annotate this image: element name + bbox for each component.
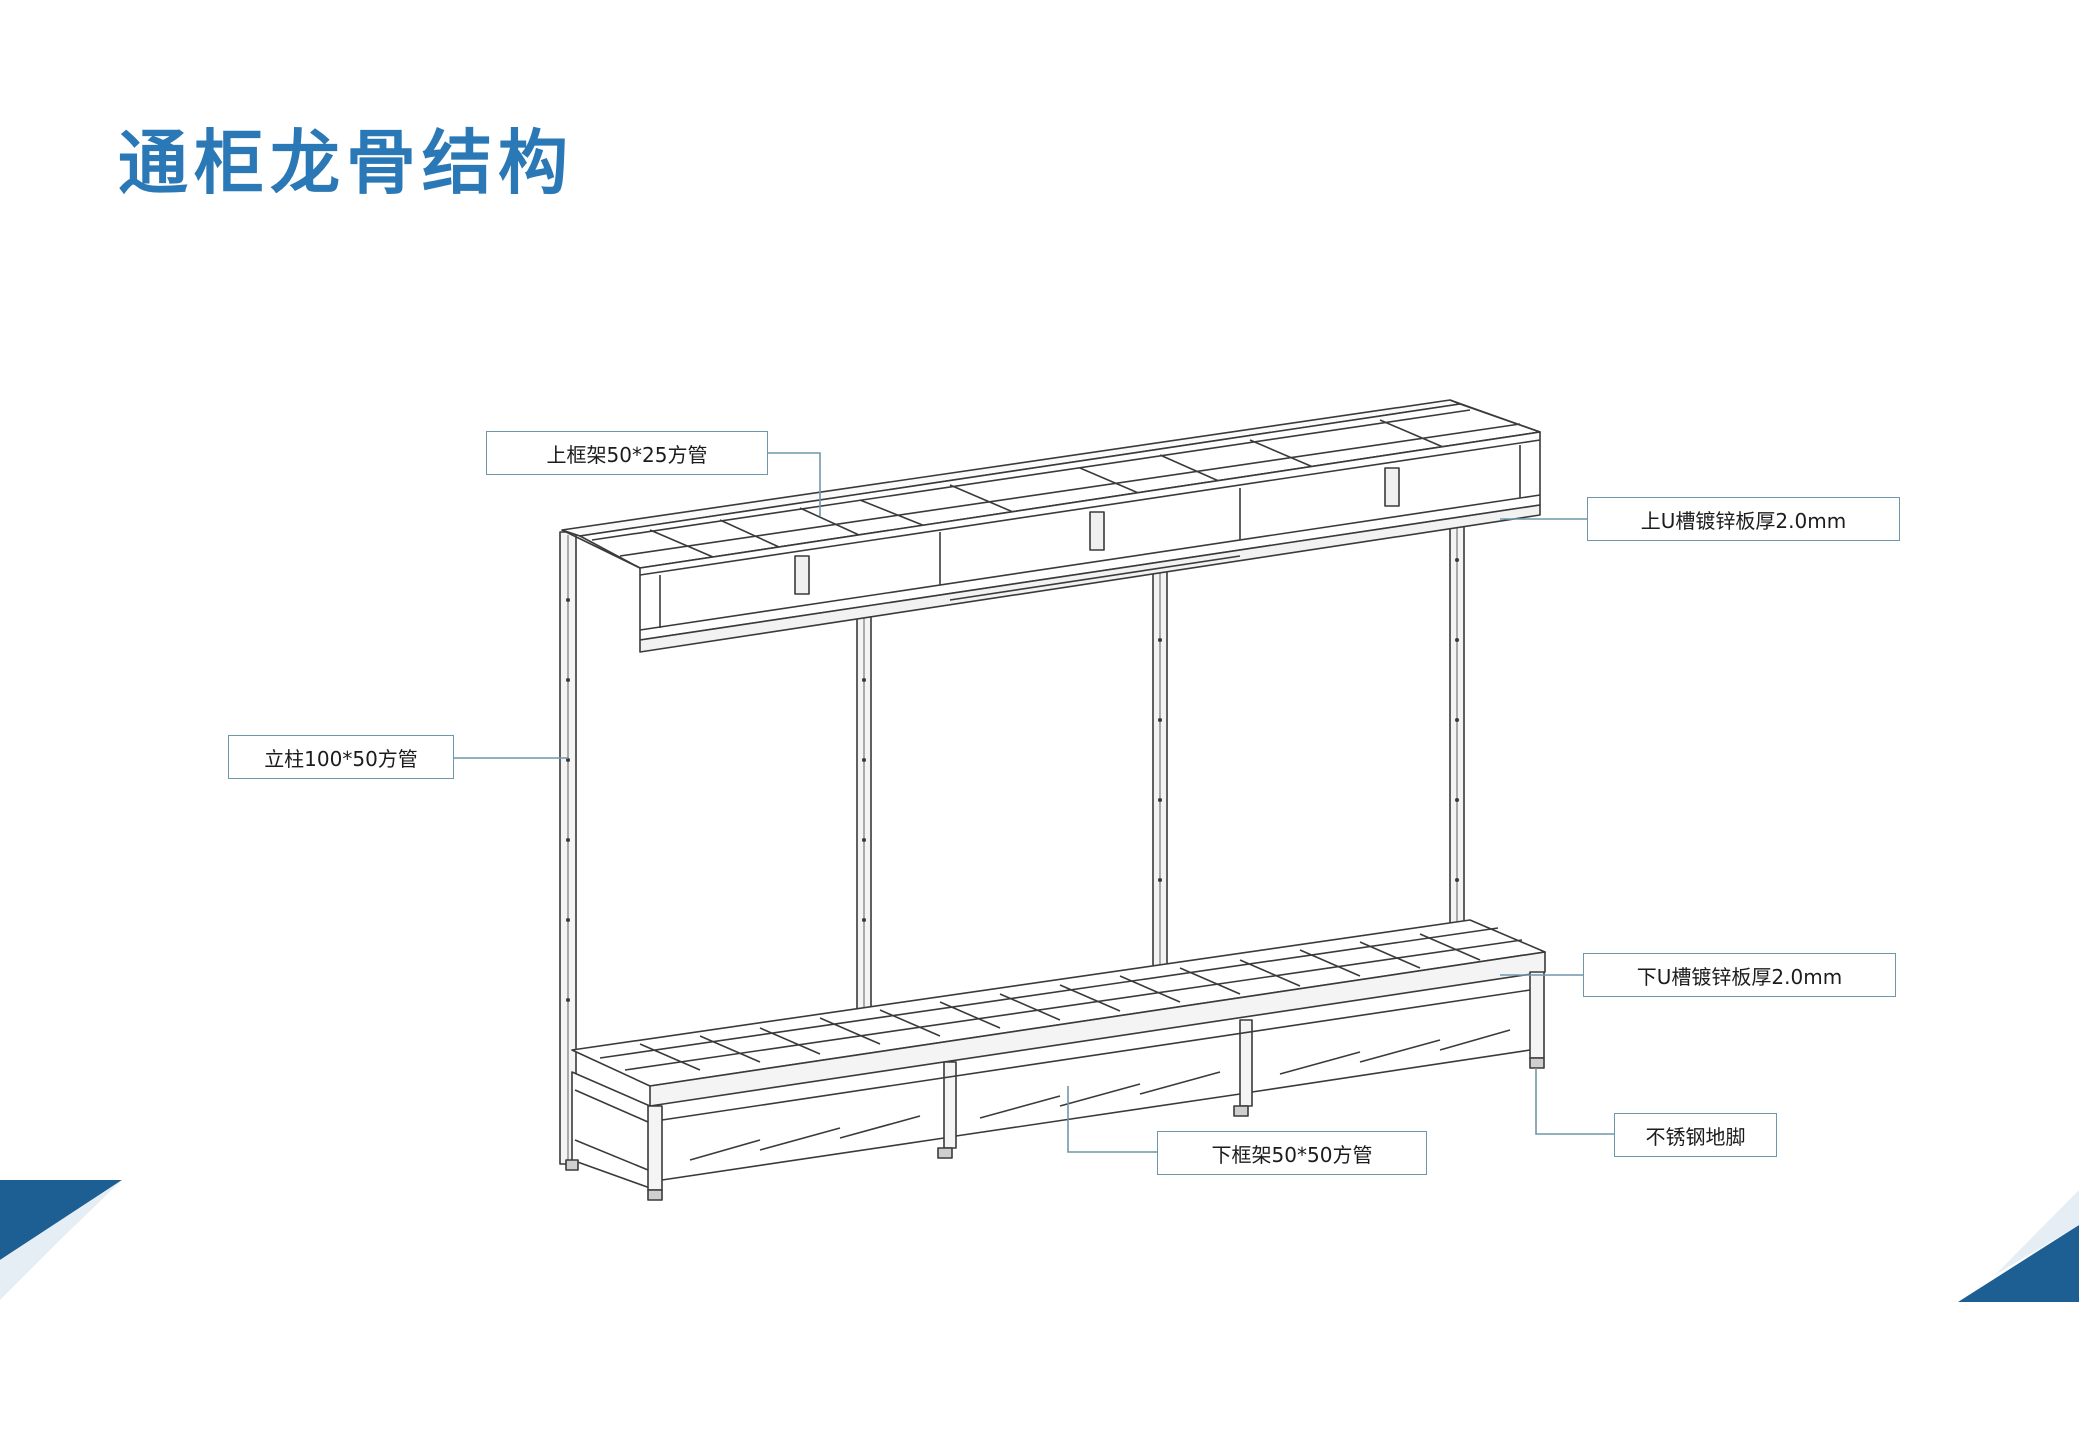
leader-bottom-frame — [1067, 1086, 1157, 1153]
callout-top-frame: 上框架50*25方管 — [486, 431, 768, 475]
leader-foot — [1535, 1068, 1614, 1135]
callout-top-channel: 上U槽镀锌板厚2.0mm — [1587, 497, 1900, 541]
callout-top-channel-text: 上U槽镀锌板厚2.0mm — [1640, 508, 1847, 533]
callout-top-frame-text: 上框架50*25方管 — [546, 442, 708, 467]
corner-decoration-left — [0, 1180, 122, 1300]
bottom-frame — [565, 919, 1546, 1201]
callout-bottom-channel-text: 下U槽镀锌板厚2.0mm — [1636, 964, 1843, 989]
callout-column: 立柱100*50方管 — [228, 735, 454, 779]
frame-drawing — [559, 399, 1546, 1201]
corner-decoration-right — [1958, 1190, 2079, 1302]
top-frame — [561, 399, 1541, 653]
leader-top-frame — [767, 452, 821, 516]
callout-bottom-frame-text: 下框架50*50方管 — [1211, 1142, 1373, 1167]
page-title: 通柜龙骨结构 — [118, 122, 574, 204]
callout-foot: 不锈钢地脚 — [1614, 1113, 1777, 1157]
callout-bottom-channel: 下U槽镀锌板厚2.0mm — [1583, 953, 1896, 997]
callout-foot-text: 不锈钢地脚 — [1645, 1124, 1746, 1149]
leader-lines — [454, 452, 1614, 1153]
callout-column-text: 立柱100*50方管 — [264, 746, 418, 771]
callout-bottom-frame: 下框架50*50方管 — [1157, 1131, 1427, 1175]
